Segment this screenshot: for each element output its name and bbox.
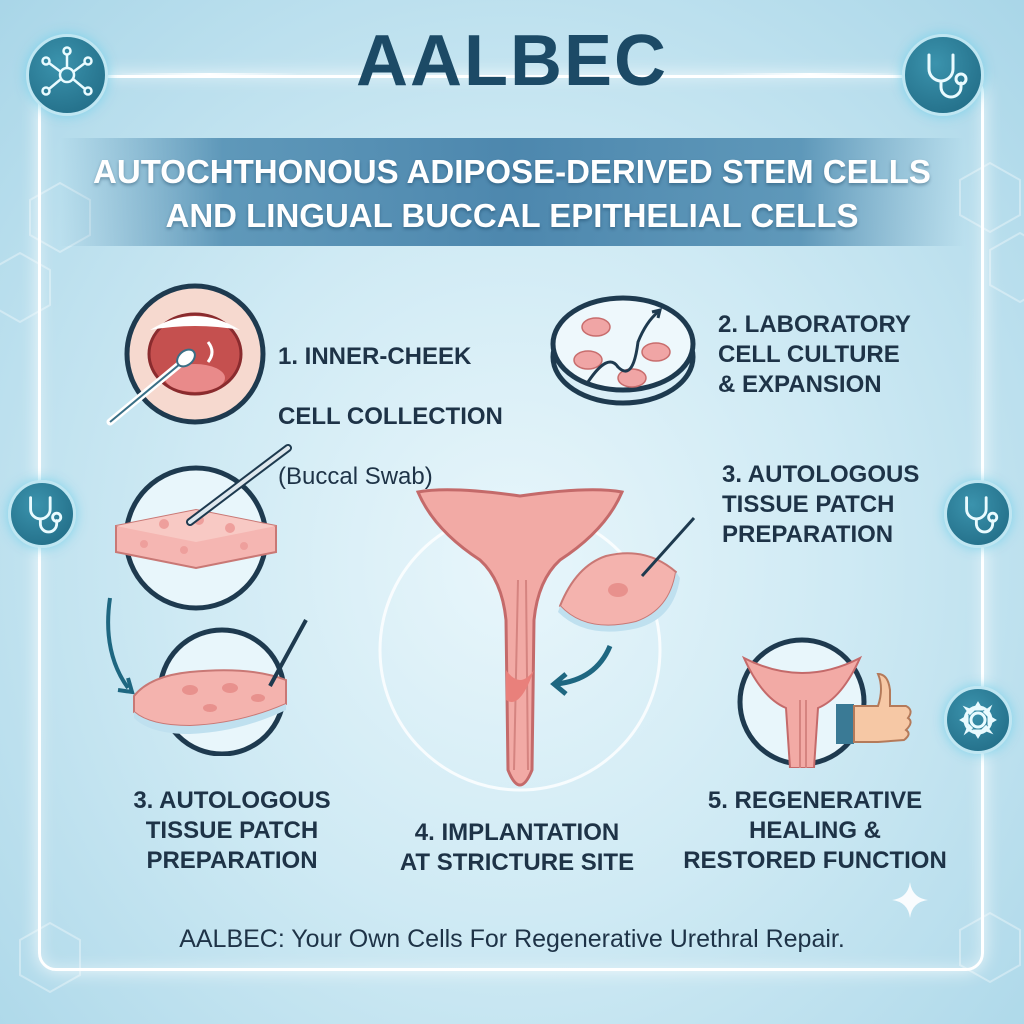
- stethoscope-icon-left: [8, 480, 76, 548]
- step-1-subtitle: CELL COLLECTION: [278, 403, 503, 430]
- arrow-left-icon: [550, 644, 613, 696]
- tissue-patch-illustration: [133, 619, 308, 756]
- subtitle-banner: [60, 138, 964, 246]
- step-5-label: 5. REGENERATIVE HEALING & RESTORED FUNCT…: [683, 787, 947, 874]
- subtitle-line-2: AND LINGUAL BUCCAL EPITHELIAL CELLS: [165, 197, 859, 234]
- subtitle: AUTOCHTHONOUS ADIPOSE-DERIVED STEM CELLS…: [40, 150, 984, 238]
- frame-glow-left: [120, 73, 300, 76]
- step-1-title: 1. INNER-CHEEK: [278, 343, 472, 370]
- molecule-icon: [26, 34, 108, 116]
- buccal-swab-illustration: [106, 283, 266, 426]
- page-title: AALBEC: [356, 21, 668, 101]
- footer-tagline: AALBEC: Your Own Cells For Regenerative …: [179, 925, 845, 953]
- subtitle-line-1: AUTOCHTHONOUS ADIPOSE-DERIVED STEM CELLS: [93, 153, 931, 190]
- stethoscope-icon: [902, 34, 984, 116]
- arrow-down-icon: [106, 597, 135, 695]
- implant-patch-illustration: [558, 516, 696, 632]
- step-1-note: (Buccal Swab): [278, 463, 433, 490]
- step-4-label: 4. IMPLANTATION AT STRICTURE SITE: [399, 819, 635, 876]
- step-2-label: 2. LABORATORY CELL CULTURE & EXPANSION: [718, 311, 911, 398]
- step-1-label: 1. INNER-CHEEK CELL COLLECTION (Buccal S…: [278, 312, 503, 522]
- frame-glow-right: [720, 73, 900, 76]
- step-3-left-label: 3. AUTOLOGOUS TISSUE PATCH PREPARATION: [133, 787, 331, 874]
- tissue-forceps-illustration: [115, 444, 292, 611]
- healed-urethra-illustration: [737, 637, 912, 768]
- gear-icon: [944, 686, 1012, 754]
- petri-dish-illustration: [550, 295, 696, 406]
- stethoscope-icon-right: [944, 480, 1012, 548]
- step-3-right-label: 3. AUTOLOGOUS TISSUE PATCH PREPARATION: [722, 461, 920, 548]
- urethra-illustration: [378, 488, 662, 792]
- sparkle-icon: [892, 882, 928, 918]
